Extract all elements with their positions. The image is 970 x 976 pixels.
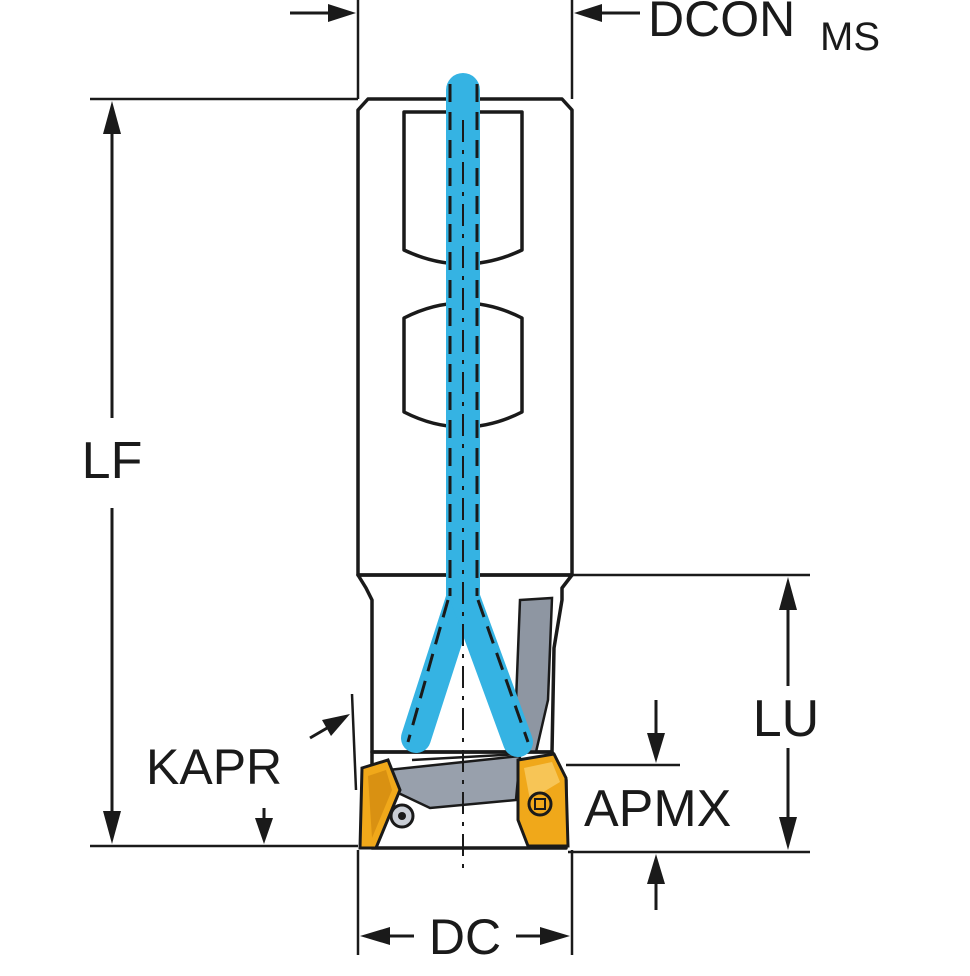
dcon-label: DCON (648, 0, 795, 47)
insert-right (516, 752, 570, 848)
extension-lines (90, 0, 810, 955)
dc-dimension: DC (360, 909, 570, 965)
lower-flat (402, 301, 524, 429)
screw-icon (527, 791, 553, 817)
apmx-dimension: APMX (584, 700, 731, 910)
coolant-channels (401, 73, 533, 868)
kapr-label: KAPR (146, 739, 282, 795)
lf-label: LF (82, 432, 143, 490)
neck-body (356, 573, 574, 754)
hidden-edge (406, 599, 450, 743)
insert-left (358, 758, 415, 850)
kapr-dimension: KAPR (146, 714, 350, 844)
dcon-subscript: MS (820, 15, 880, 59)
apmx-label: APMX (584, 780, 731, 838)
lf-dimension: LF (82, 101, 143, 844)
dcon-dimension: DCON MS (290, 0, 880, 59)
coolant-right-branch (448, 577, 533, 757)
pocket-edge (411, 752, 521, 762)
dc-label: DC (429, 909, 501, 965)
chip-pocket (386, 754, 522, 810)
hidden-edge (476, 599, 530, 743)
coolant-left-branch (401, 577, 478, 753)
lu-dimension: LU (753, 577, 819, 850)
lu-label: LU (753, 690, 819, 748)
